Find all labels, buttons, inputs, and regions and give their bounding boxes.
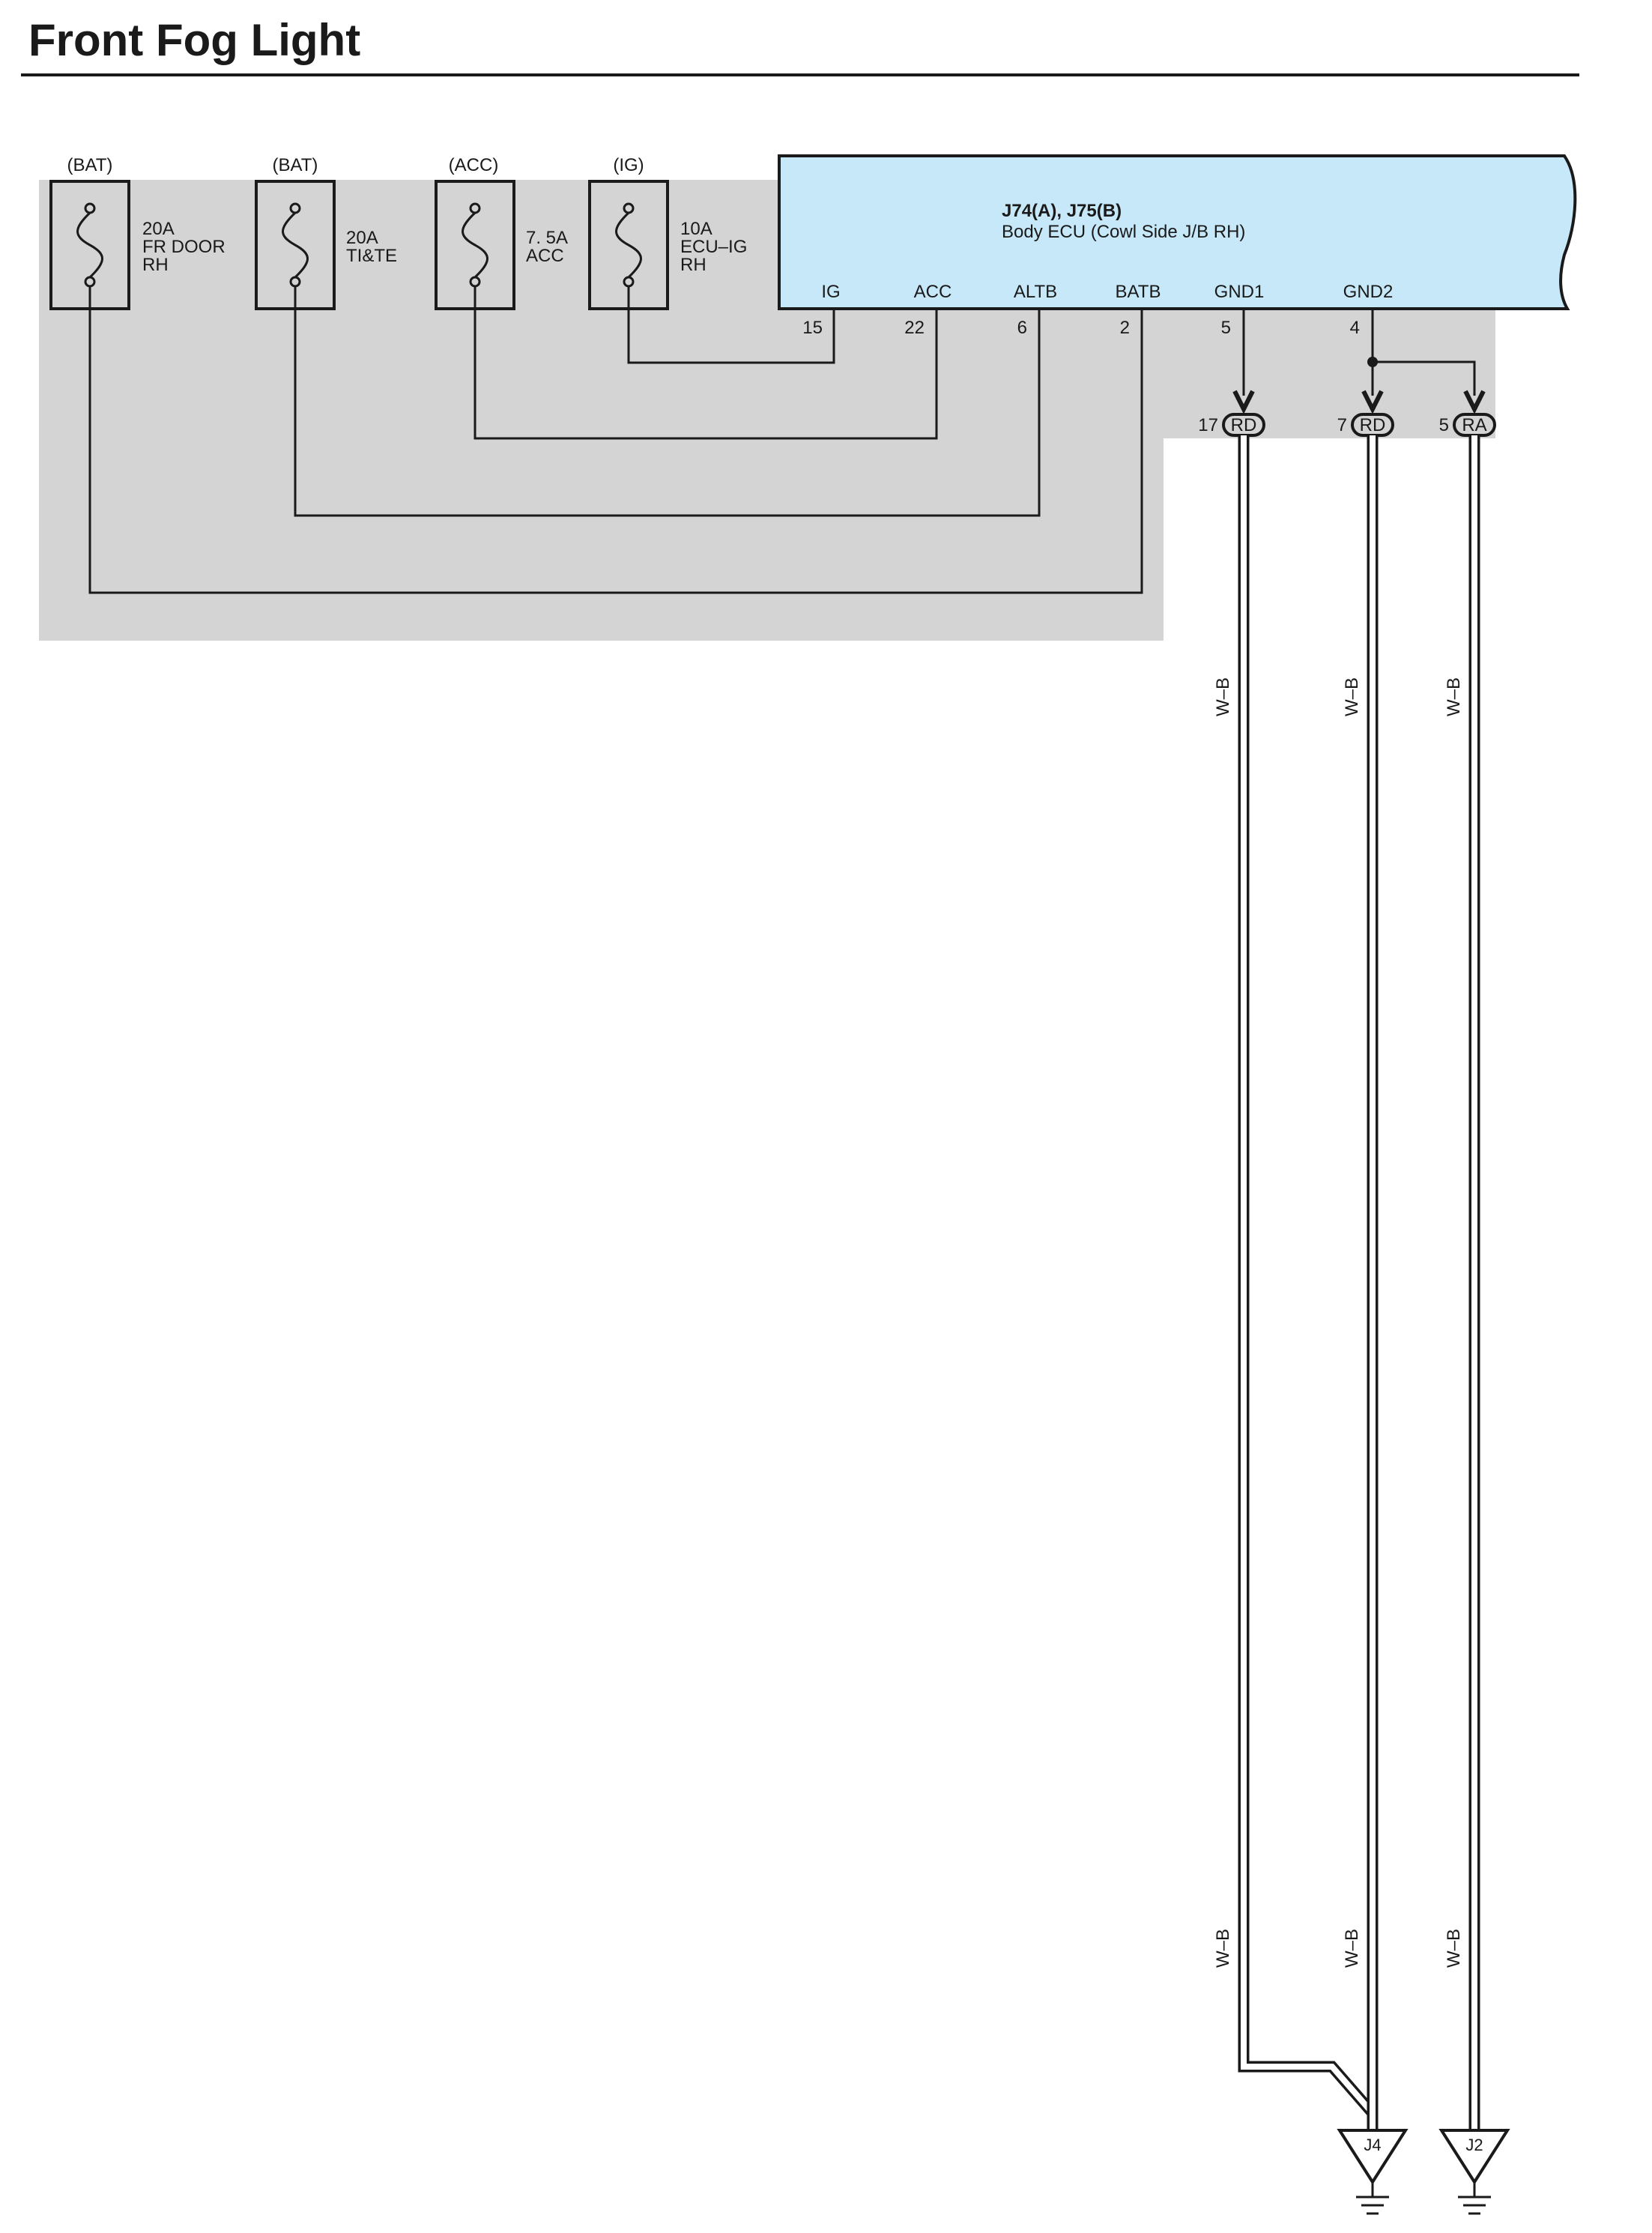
wire-color-label: W–B — [1213, 677, 1233, 716]
fuse-source-label: (ACC) — [449, 155, 499, 175]
connector-pin: 17 — [1198, 415, 1218, 435]
title-rule — [21, 73, 1579, 76]
fuse-name: TI&TE — [346, 246, 397, 266]
fuse-source-label: (IG) — [613, 155, 644, 175]
wire-color-label: W–B — [1342, 677, 1362, 716]
connector-pin: 7 — [1337, 415, 1347, 435]
pin-number-altb: 6 — [1017, 318, 1027, 338]
connector-pin: 5 — [1439, 415, 1449, 435]
wire-color-label: W–B — [1342, 1929, 1362, 1968]
pin-number-gnd1: 5 — [1221, 318, 1231, 338]
pin-number-batb: 2 — [1120, 318, 1130, 338]
wire-gnd2-branch — [1373, 360, 1476, 396]
connector-code: RD — [1360, 415, 1386, 435]
page-title: Front Fog Light — [28, 15, 361, 65]
fuse-name-2: RH — [142, 255, 169, 275]
pin-number-ig: 15 — [802, 318, 823, 338]
fuse-fr-door: (BAT) 20A FR DOOR RH — [49, 155, 226, 310]
terminal-label-gnd1: GND1 — [1214, 282, 1265, 302]
pin-number-gnd2: 4 — [1350, 318, 1360, 338]
pin-number-acc: 22 — [904, 318, 925, 338]
fuse-name: FR DOOR — [142, 237, 226, 257]
fuse-name-2: RH — [680, 255, 707, 275]
ecu-code: J74(A), J75(B) — [1002, 201, 1122, 221]
ground-point-j4: J4 — [1337, 2129, 1409, 2215]
ecu-name: Body ECU (Cowl Side J/B RH) — [1002, 222, 1245, 242]
wire-batb — [88, 286, 1143, 594]
wire-color-label: W–B — [1444, 677, 1464, 716]
wire-color-label: W–B — [1444, 1929, 1464, 1968]
fuse-name: ACC — [526, 246, 564, 266]
ecu-block — [778, 154, 1577, 310]
wire-altb — [294, 286, 1041, 517]
ground-point-j2: J2 — [1438, 2129, 1510, 2215]
fuse-source-label: (BAT) — [67, 155, 113, 175]
terminal-label-batb: BATB — [1116, 282, 1161, 302]
fuse-rating: 7. 5A — [526, 228, 568, 248]
terminal-label-gnd2: GND2 — [1343, 282, 1394, 302]
fuse-rating: 20A — [142, 219, 175, 239]
ground-label: J4 — [1364, 2136, 1381, 2154]
terminal-label-acc: ACC — [914, 282, 952, 302]
wire-ig — [627, 286, 835, 364]
wire-acc — [473, 286, 938, 440]
fuse-acc: (ACC) 7. 5A ACC — [435, 155, 568, 310]
fuse-rating: 20A — [346, 228, 378, 248]
connector-arrow — [1232, 390, 1255, 414]
fuse-source-label: (BAT) — [273, 155, 318, 175]
terminal-label-altb: ALTB — [1014, 282, 1057, 302]
terminal-label-ig: IG — [821, 282, 840, 302]
wire-color-label: W–B — [1213, 1929, 1233, 1968]
connector-arrow — [1463, 390, 1486, 414]
connector-arrow — [1361, 390, 1384, 414]
ground-label: J2 — [1465, 2136, 1483, 2154]
splice-point — [1367, 357, 1378, 367]
connector-code: RD — [1231, 415, 1257, 435]
fuse-name: ECU–IG — [680, 237, 747, 257]
fuse-rating: 10A — [680, 219, 712, 239]
connector-code: RA — [1462, 415, 1486, 435]
